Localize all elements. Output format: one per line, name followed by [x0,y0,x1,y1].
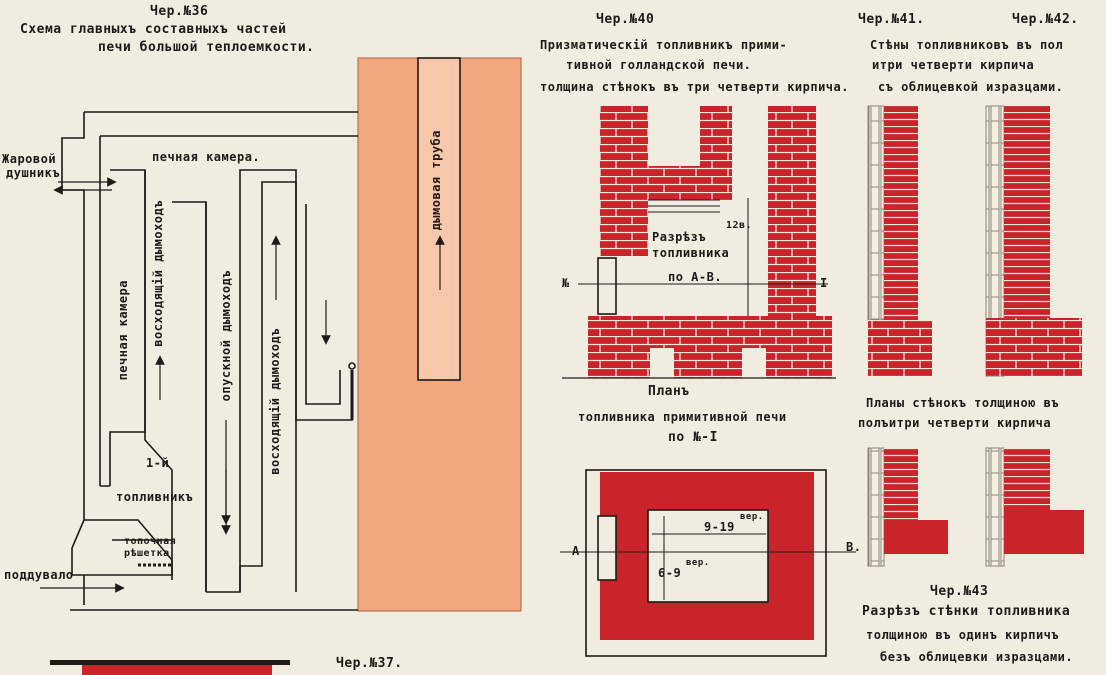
fig36-number: Чер.№36 [150,4,209,19]
fig43-title-line1: Разрѣзъ стѣнки топливника [862,604,1071,619]
fig36-title-line1: Схема главныхъ составныхъ частей [20,22,287,37]
fig40-plan [560,469,856,657]
fig40-ver-1: вер. [740,512,764,522]
fig41-wall [867,105,948,567]
fig43-number: Чер.№43 [930,584,989,599]
label-voskhod-1: восходящій дымоходъ [151,200,165,347]
label-zharovoy-1: Жаровой [2,152,57,166]
fig40-mark-i: I [820,276,828,290]
fig40-dim-6-9: 6-9 [658,566,682,580]
fig41-number: Чер.№41. [858,12,925,27]
label-toplivnik: топливникъ [116,490,194,504]
fig40-ver-2: вер. [686,558,710,568]
label-zharovoy-2: душникъ [6,166,61,180]
fig40-plan-line1: Планъ [648,384,690,399]
fig43-title-line3: безъ облицевки изразцами. [880,650,1074,664]
fig40-mark-b: В. [846,540,862,554]
label-podduvalo: поддувало [4,568,74,582]
fig43-title-line2: толщиною въ одинъ кирпичъ [866,628,1060,642]
fig40-dim-9-19: 9-19 [704,520,735,534]
label-first-marker: 1-й [146,456,170,470]
fig40-section-line1: Разрѣзъ [652,230,707,244]
fig40-plan-line3: по №-I [668,430,718,445]
fig40-dim-12: 12в. [726,220,753,231]
fig37-number: Чер.№37. [336,656,403,671]
fig40-mark-n: № [562,276,570,290]
fig36-title-line2: печи большой теплоемкости. [98,40,315,55]
label-pechnaya-kamera-side: печная камера [116,280,130,381]
fig41-title-line1: Стѣны топливниковъ въ пол [870,38,1064,52]
plans41-line1: Планы стѣнокъ толщиною въ [866,396,1060,410]
fig42-title-line1: съ облицевкой изразцами. [878,80,1064,94]
fig40-plan-line2: топливника примитивной печи [578,410,787,424]
label-dymovaya-truba: дымовая труба [429,130,443,231]
plans41-line2: полъитри четверти кирпича [858,416,1052,430]
fig40-section [562,106,836,379]
label-topochnaya-1: топочная [124,536,177,547]
fig42-number: Чер.№42. [1012,12,1079,27]
fig40-thickness-note: толщина стѣнокъ въ три четверти кирпича. [540,80,849,94]
fig40-section-line3: по А-В. [668,270,723,284]
fig40-number: Чер.№40 [596,12,655,27]
label-voskhod-2: восходящій дымоходъ [268,328,282,475]
fig42-wall [985,105,1084,567]
fig40-mark-a: А [572,544,580,558]
label-topochnaya-2: рѣшетка [124,548,170,559]
chimney-flue [417,57,461,381]
fig36-drawing [40,57,522,612]
fig40-title-line2: тивной голландской печи. [566,58,752,72]
stove-outline [61,111,358,611]
fig40-section-line2: топливника [652,246,730,260]
fig40-title-line1: Призматическій топливникъ прими- [540,38,788,52]
label-opusknoy: опускной дымоходъ [219,270,233,402]
label-pechnaya-kamera-top: печная камера. [152,150,261,164]
fig37-drawing [50,660,290,675]
fig41-title-line2: итри четверти кирпича [872,58,1035,72]
